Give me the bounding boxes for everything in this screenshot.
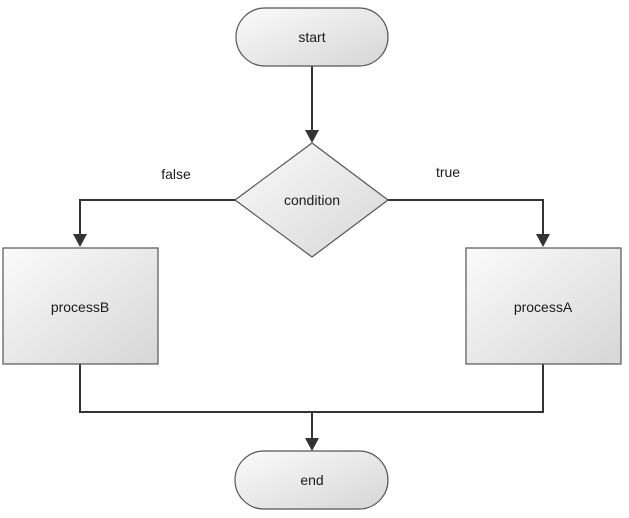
node-end-label: end bbox=[300, 472, 323, 488]
node-start-label: start bbox=[298, 29, 325, 45]
edge-condition-true bbox=[388, 199, 544, 235]
arrowhead-condition-icon bbox=[305, 130, 319, 143]
arrowhead-process-a-icon bbox=[536, 234, 550, 247]
node-process-b[interactable]: processB bbox=[2, 247, 159, 365]
edge-label-false: false bbox=[161, 166, 191, 182]
arrowhead-end-icon bbox=[305, 438, 319, 451]
edge-condition-false bbox=[79, 199, 235, 235]
node-process-b-label: processB bbox=[51, 299, 109, 315]
arrowhead-process-b-icon bbox=[73, 234, 87, 247]
node-condition[interactable]: condition bbox=[233, 142, 389, 258]
connectors bbox=[73, 66, 550, 451]
edge-process-b-to-merge bbox=[79, 364, 544, 413]
node-start[interactable]: start bbox=[235, 7, 389, 67]
edge-label-true: true bbox=[436, 164, 460, 180]
node-condition-label: condition bbox=[284, 192, 340, 208]
node-end[interactable]: end bbox=[234, 450, 389, 510]
node-process-a-label: processA bbox=[514, 299, 573, 315]
node-process-a[interactable]: processA bbox=[465, 247, 622, 365]
